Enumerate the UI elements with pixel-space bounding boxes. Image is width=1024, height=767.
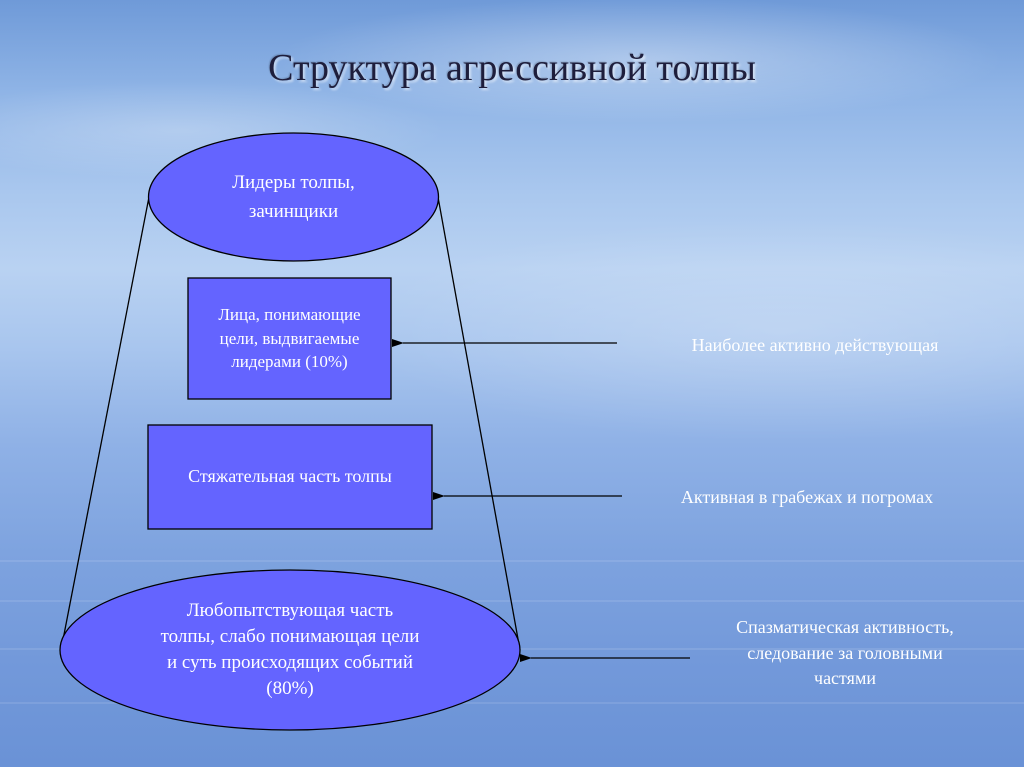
annotation-curious: Спазматическая активность, следование за… xyxy=(736,617,954,689)
active-core-label: Лица, понимающие цели, выдвигаемые лидер… xyxy=(218,304,361,372)
cone-right-edge xyxy=(437,196,521,651)
leaders-label: Лидеры толпы, зачинщики xyxy=(232,171,355,222)
curious-ellipse xyxy=(59,569,521,731)
active-core-box xyxy=(187,277,392,400)
acquisitive-label: Стяжательная часть толпы xyxy=(188,466,392,487)
curious-label: Любопытствующая часть толпы, слабо поним… xyxy=(160,599,420,700)
leaders-ellipse xyxy=(147,132,440,262)
annotation-acquisitive: Активная в грабежах и погромах xyxy=(680,487,934,507)
annotation-active-core: Наиболее активно действующая xyxy=(691,335,939,355)
background-streak xyxy=(0,600,1024,602)
background-streak xyxy=(0,702,1024,704)
background-streak xyxy=(0,560,1024,562)
acquisitive-box xyxy=(147,424,433,530)
cone-left-edge xyxy=(60,196,150,651)
page-title: Структура агрессивной толпы xyxy=(268,47,756,89)
